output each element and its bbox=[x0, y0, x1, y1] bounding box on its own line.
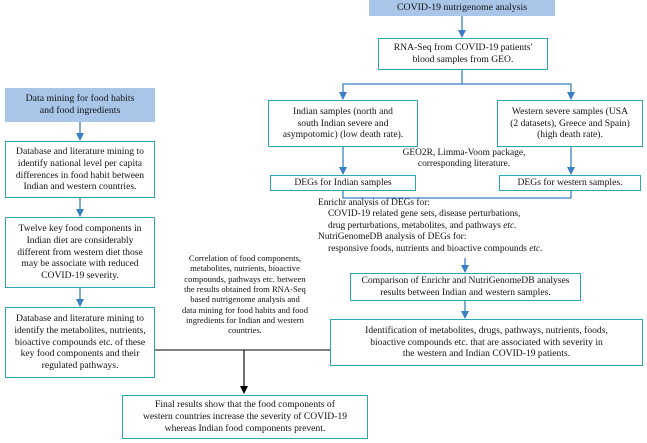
correlation-text: Correlation of food components, metaboli… bbox=[181, 253, 308, 336]
rnaseq-box: RNA-Seq from COVID-19 patients' blood sa… bbox=[378, 38, 548, 70]
final-results-box: Final results show that the food compone… bbox=[122, 395, 368, 439]
enrichr-line1: COVID-19 related gene sets, disease pert… bbox=[328, 209, 521, 220]
branch-rnaseq bbox=[339, 70, 463, 100]
twelve-food-components-box: Twelve key food components in Indian die… bbox=[5, 217, 155, 288]
identification-box: Identification of metabolites, drugs, pa… bbox=[330, 319, 643, 366]
degs-western-box: DEGs for western samples. bbox=[499, 175, 641, 191]
indian-samples-box: Indian samples (north and south Indian s… bbox=[268, 100, 418, 147]
enrichr-etc: etc. bbox=[503, 220, 517, 231]
merge-degs bbox=[342, 190, 572, 199]
enrichr-analysis-text: Enrichr analysis of DEGs for: COVID-19 r… bbox=[318, 198, 640, 255]
header-nutrigenome-analysis: COVID-19 nutrigenome analysis bbox=[369, 0, 555, 16]
branch-rnaseq-right bbox=[462, 83, 575, 100]
degs-indian-box: DEGs for Indian samples bbox=[270, 175, 416, 191]
western-samples-box: Western severe samples (USA (2 datasets)… bbox=[497, 100, 643, 147]
enrichr-line2: drug perturbations, metabolites, and pat… bbox=[328, 220, 504, 231]
nutri-title: NutriGenomeDB analysis of DEGs for: bbox=[318, 232, 467, 243]
enrichr-title: Enrichr analysis of DEGs for: bbox=[318, 198, 430, 208]
nutri-etc: etc. bbox=[529, 243, 543, 254]
db-mining-food-habit-box: Database and literature mining to identi… bbox=[5, 141, 155, 198]
geo2r-label: GEO2R, Limma-Voom package, corresponding… bbox=[402, 148, 526, 170]
db-mining-metabolites-box: Database and literature mining to identi… bbox=[5, 307, 155, 378]
header-data-mining: Data mining for food habits and food ing… bbox=[5, 88, 155, 122]
nutri-line: responsive foods, nutrients and bioactiv… bbox=[328, 243, 530, 254]
comparison-box: Comparison of Enrichr and NutriGenomeDB … bbox=[350, 273, 581, 301]
